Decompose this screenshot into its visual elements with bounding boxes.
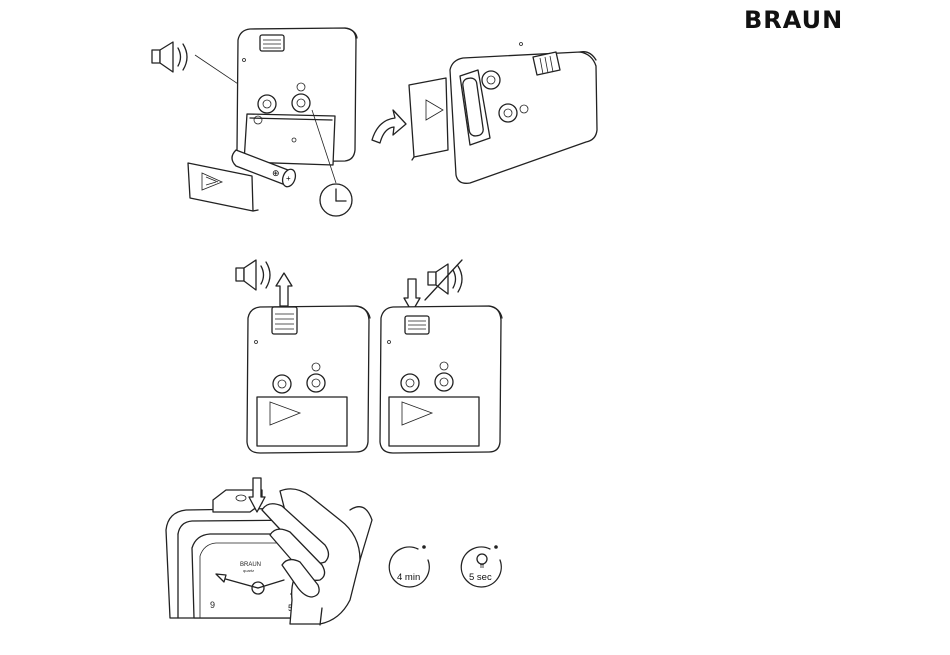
step2-alarm-off-illustration (380, 260, 502, 453)
svg-text:9: 9 (210, 600, 215, 610)
speaker-mute-icon (425, 260, 462, 300)
speaker-on-icon (152, 42, 187, 72)
svg-text:quartz: quartz (243, 568, 254, 573)
step3-snooze-illustration: BRAUN quartz 9 5 4 (166, 478, 372, 625)
clock-icon (320, 184, 352, 216)
snooze-timer-icon: 4 min (389, 545, 429, 587)
curved-arrow-icon (372, 110, 406, 143)
speaker-on-icon (236, 260, 270, 290)
light-duration-label: 5 sec (469, 572, 492, 583)
svg-text:+: + (286, 174, 291, 183)
step1b-cover-open-illustration (409, 43, 597, 184)
snooze-duration-label: 4 min (397, 572, 420, 583)
svg-text:⊕: ⊕ (272, 168, 280, 178)
arrow-up-icon (276, 273, 292, 306)
step1-battery-illustration: + ⊕ (152, 28, 357, 216)
step2-alarm-on-illustration (236, 260, 370, 453)
light-bulb-icon (477, 554, 487, 567)
light-timer-icon: 5 sec (461, 545, 501, 587)
